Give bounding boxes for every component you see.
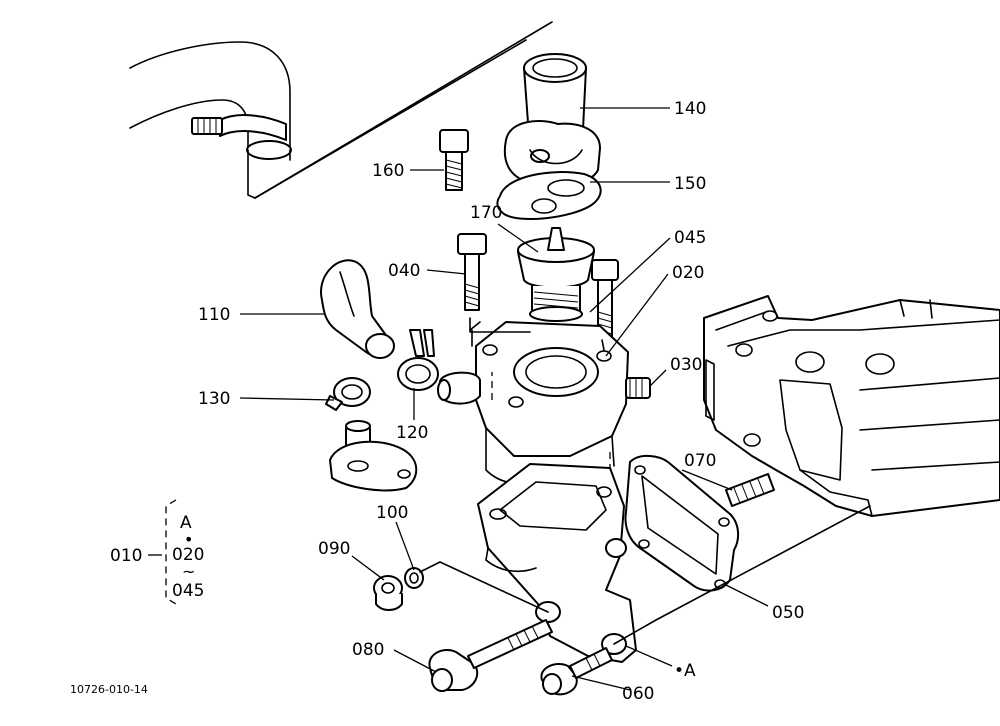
callout-150: 150 <box>674 174 706 194</box>
water-outlet-140 <box>503 53 601 187</box>
callout-080: 080 <box>352 640 384 660</box>
thermostat-housing-020 <box>437 321 629 484</box>
callout-170: 170 <box>470 203 502 223</box>
nut-090 <box>373 575 403 611</box>
callout-130: 130 <box>198 389 230 409</box>
gasket-050 <box>624 455 740 592</box>
bypass-hose-110 <box>319 259 395 359</box>
assembly-dot: • <box>184 530 193 549</box>
hose-clamp-upper <box>191 114 287 141</box>
leader-lines <box>239 107 769 691</box>
bolt-080 <box>428 619 553 692</box>
callout-110: 110 <box>198 305 230 325</box>
callout-040: 040 <box>388 261 420 281</box>
bolt-160 <box>439 129 469 191</box>
bolt-040 <box>457 233 487 311</box>
drawing-code: 10726-010-14 <box>70 683 148 696</box>
callout-060: 060 <box>622 684 654 704</box>
assembly-legend: 010 A • 020 ~ 045 <box>110 499 204 605</box>
callout-140: 140 <box>674 99 706 119</box>
gasket-150 <box>496 171 602 220</box>
callout-120: 120 <box>396 423 428 443</box>
engine-block <box>703 295 1000 517</box>
callout-045: 045 <box>674 228 706 248</box>
assembly-number: 010 <box>110 546 142 566</box>
callout-labels: 140 150 160 170 045 040 020 030 110 130 … <box>198 99 804 704</box>
washer-100 <box>404 567 424 589</box>
plug-030 <box>625 377 651 399</box>
callout-090: 090 <box>318 539 350 559</box>
pump-body <box>477 463 637 663</box>
upper-hose <box>129 21 553 199</box>
clip-130 <box>325 377 371 411</box>
callout-ref-a: •A <box>674 661 696 681</box>
assembly-range-sep: ~ <box>182 562 195 581</box>
callout-050: 050 <box>772 603 804 623</box>
stud-070 <box>725 473 775 507</box>
thermostat-170 <box>517 227 595 322</box>
assembly-ref: A <box>180 513 192 533</box>
clamp-120 <box>397 329 439 391</box>
bolt-060 <box>540 647 613 696</box>
callout-160: 160 <box>372 161 404 181</box>
callout-020: 020 <box>672 263 704 283</box>
assembly-range-start: 020 <box>172 545 204 565</box>
callout-070: 070 <box>684 451 716 471</box>
callout-100: 100 <box>376 503 408 523</box>
bypass-flange <box>329 420 418 492</box>
assembly-lines <box>419 317 871 645</box>
callout-030: 030 <box>670 355 702 375</box>
assembly-range-end: 045 <box>172 581 204 601</box>
